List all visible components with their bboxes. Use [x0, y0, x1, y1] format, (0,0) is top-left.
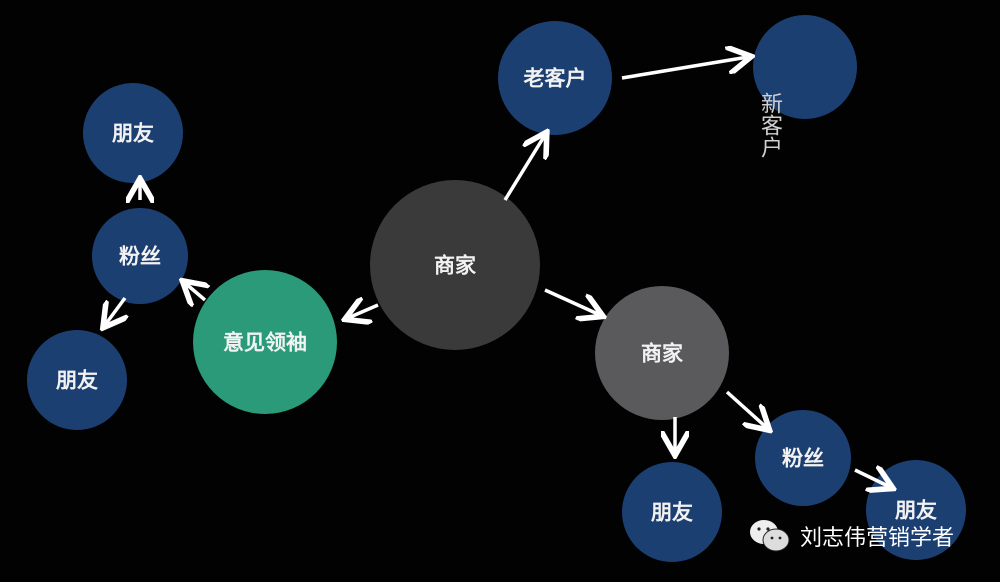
arrow-merchant-center-to-old-customer [503, 135, 545, 201]
node-label: 朋友 [895, 498, 937, 523]
node-circle [27, 330, 127, 430]
node-circle [755, 410, 851, 506]
node-circle [498, 21, 612, 135]
node-friend-bottom: 朋友 [622, 462, 722, 562]
arrow-opinion-leader-to-fans-left [185, 283, 205, 300]
node-merchant-center: 商家 [370, 180, 540, 350]
watermark-text: 刘志伟营销学者 [800, 526, 955, 551]
arrow-merchant-center-to-opinion-leader [348, 305, 379, 318]
wechat-icon [750, 520, 790, 552]
arrow-old-customer-to-new-customer [621, 57, 748, 80]
node-label: 商家 [434, 253, 477, 278]
node-label: 老客户 [524, 66, 587, 91]
node-friend-top-left: 朋友 [83, 83, 183, 183]
node-fans-left: 粉丝 [92, 208, 188, 304]
node-circle [753, 15, 857, 119]
node-friend-bottom-left: 朋友 [27, 330, 127, 430]
arrow-fans-right-to-friend-right [854, 470, 890, 487]
node-new-customer [753, 15, 857, 119]
arrow-fans-left-to-friend-bottom-left [105, 296, 125, 325]
node-circle [622, 462, 722, 562]
node-circle [595, 286, 729, 420]
new-customer-label: 新客户 [757, 92, 782, 158]
node-circle [370, 180, 540, 350]
node-circle [83, 83, 183, 183]
node-merchant-right: 商家 [595, 286, 729, 420]
watermark: 刘志伟营销学者 [748, 518, 954, 554]
node-label: 意见领袖 [223, 330, 307, 355]
node-label: 商家 [641, 341, 684, 366]
node-circle [92, 208, 188, 304]
node-label: 粉丝 [119, 244, 161, 269]
node-opinion-leader: 意见领袖 [193, 270, 337, 414]
arrow-merchant-center-to-merchant-right [544, 288, 600, 315]
arrow-merchant-right-to-fans-right [725, 390, 767, 428]
node-label: 朋友 [651, 500, 693, 525]
node-label: 朋友 [56, 368, 98, 393]
node-label: 粉丝 [782, 446, 824, 471]
node-circle [193, 270, 337, 414]
node-fans-right: 粉丝 [755, 410, 851, 506]
node-label: 朋友 [112, 121, 154, 146]
node-old-customer: 老客户 [498, 21, 612, 135]
